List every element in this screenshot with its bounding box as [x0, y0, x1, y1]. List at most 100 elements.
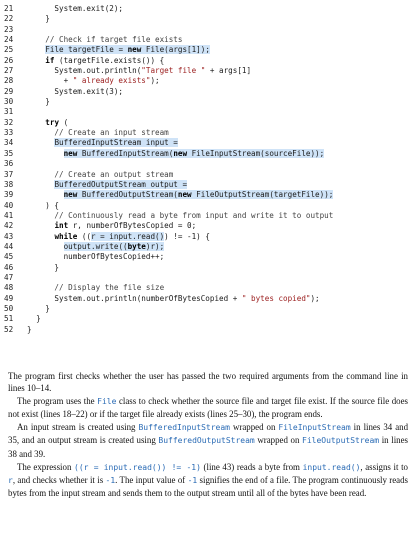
code-text: }	[27, 97, 50, 107]
inline-code: -1	[105, 475, 116, 485]
code-line: 32 try (	[0, 118, 413, 128]
code-line: 31	[0, 107, 413, 117]
code-text: // Continuously read a byte from input a…	[27, 210, 334, 220]
code-line: 34 BufferedInputStream input =	[0, 138, 413, 148]
line-number: 36	[4, 159, 14, 169]
inline-code: FileOutputStream	[302, 436, 380, 446]
line-number: 34	[4, 138, 14, 148]
code-line: 51 }	[0, 314, 413, 324]
code-text: }	[27, 324, 32, 334]
paragraph-text: . The input value of	[115, 474, 188, 485]
line-number: 42	[4, 221, 14, 231]
code-text: }	[27, 314, 41, 324]
paragraph-text: wrapped on	[254, 435, 303, 446]
code-line: 21 System.exit(2);	[0, 4, 413, 14]
code-text: BufferedOutputStream output =	[54, 179, 188, 189]
code-text: while ((r = input.read()) != -1) {	[54, 231, 210, 241]
line-number: 25	[4, 45, 14, 55]
code-text: // Create an output stream	[27, 169, 174, 179]
paragraph-text: in lines 34 and 35, and an output stream…	[8, 422, 409, 446]
line-number: 45	[4, 252, 14, 262]
code-text: new BufferedInputStream(new FileInputStr…	[63, 148, 325, 158]
line-number: 35	[4, 148, 14, 158]
paragraph-text: An input stream is created using	[17, 422, 139, 433]
code-text: System.out.println("Target file " + args…	[27, 66, 252, 76]
code-text: numberOfBytesCopied++;	[27, 252, 165, 262]
code-text: }	[27, 303, 50, 313]
code-line: 48 // Display the file size	[0, 283, 413, 293]
line-number: 40	[4, 200, 14, 210]
code-line: 50 }	[0, 304, 413, 314]
inline-code: ((r = input.read()) != -1)	[74, 462, 201, 472]
code-text: System.exit(2);	[27, 4, 124, 13]
code-text: try (	[45, 117, 69, 127]
line-number: 37	[4, 169, 14, 179]
line-number: 47	[4, 272, 14, 282]
code-text: // Check if target file exists	[27, 35, 183, 45]
line-number: 29	[4, 86, 14, 96]
code-line: 49 System.out.println(numberOfBytesCopie…	[0, 294, 413, 304]
code-line: 29 System.exit(3);	[0, 87, 413, 97]
line-number: 23	[4, 24, 14, 34]
code-text: }	[27, 262, 60, 272]
code-line: 46 }	[0, 263, 413, 273]
code-line: 45 numberOfBytesCopied++;	[0, 252, 413, 262]
code-line: 22 }	[0, 14, 413, 24]
inline-code: BufferedInputStream	[138, 423, 230, 433]
inline-code: BufferedOutputStream	[158, 436, 255, 446]
paragraph-text: in lines 38 and 39.	[8, 435, 409, 459]
line-number: 38	[4, 179, 14, 189]
line-number: 39	[4, 190, 14, 200]
paragraph: An input stream is created using Buffere…	[8, 421, 408, 459]
line-number: 48	[4, 283, 14, 293]
code-line: 27 System.out.println("Target file " + a…	[0, 66, 413, 76]
code-line: 43 while ((r = input.read()) != -1) {	[0, 231, 413, 242]
code-line: 35 new BufferedInputStream(new FileInput…	[0, 148, 413, 159]
inline-code: r	[8, 475, 13, 485]
code-text: BufferedInputStream input =	[54, 138, 178, 148]
code-text: System.out.println(numberOfBytesCopied +…	[27, 293, 320, 303]
paragraph: The expression ((r = input.read()) != -1…	[8, 461, 408, 499]
paragraph: The program first checks whether the use…	[8, 370, 408, 394]
code-line: 33 // Create an input stream	[0, 128, 413, 138]
code-line: 37 // Create an output stream	[0, 170, 413, 180]
line-number: 28	[4, 76, 14, 86]
code-line: 30 }	[0, 97, 413, 107]
code-line: 26 if (targetFile.exists()) {	[0, 56, 413, 66]
code-line: 47	[0, 273, 413, 283]
paragraph-text: signifies the end of a file. The program…	[8, 474, 408, 498]
line-number: 49	[4, 293, 14, 303]
line-number: 46	[4, 262, 14, 272]
line-number: 50	[4, 303, 14, 313]
line-number: 44	[4, 241, 14, 251]
code-text: + " already exists");	[27, 76, 160, 86]
code-line: 52}	[0, 325, 413, 335]
inline-code: FileInputStream	[278, 423, 351, 433]
line-number: 27	[4, 66, 14, 76]
line-number: 24	[4, 35, 14, 45]
line-number: 33	[4, 128, 14, 138]
line-number: 41	[4, 210, 14, 220]
code-text: System.exit(3);	[27, 86, 124, 96]
code-line: 23	[0, 25, 413, 35]
explanation-text: The program first checks whether the use…	[8, 370, 408, 500]
line-number: 43	[4, 231, 14, 241]
paragraph-text: , assigns it to	[360, 461, 408, 472]
paragraph-text: The program first checks whether the use…	[8, 371, 408, 394]
code-line: 44 output.write((byte)r);	[0, 241, 413, 252]
line-number: 22	[4, 14, 14, 24]
code-text: }	[27, 14, 50, 24]
inline-code: input.read()	[302, 462, 361, 472]
paragraph-text: , and checks whether it is	[12, 474, 106, 485]
inline-code: -1	[187, 475, 198, 485]
code-text: if (targetFile.exists()) {	[45, 55, 165, 65]
code-line: 38 BufferedOutputStream output =	[0, 179, 413, 190]
code-line: 25 File targetFile = new File(args[1]);	[0, 45, 413, 55]
code-line: 41 // Continuously read a byte from inpu…	[0, 211, 413, 221]
code-line: 42 int r, numberOfBytesCopied = 0;	[0, 221, 413, 231]
paragraph-text: wrapped on	[230, 422, 279, 433]
line-number: 21	[4, 4, 14, 13]
code-text: // Create an input stream	[27, 128, 169, 138]
line-number: 31	[4, 107, 14, 117]
line-number: 26	[4, 55, 14, 65]
